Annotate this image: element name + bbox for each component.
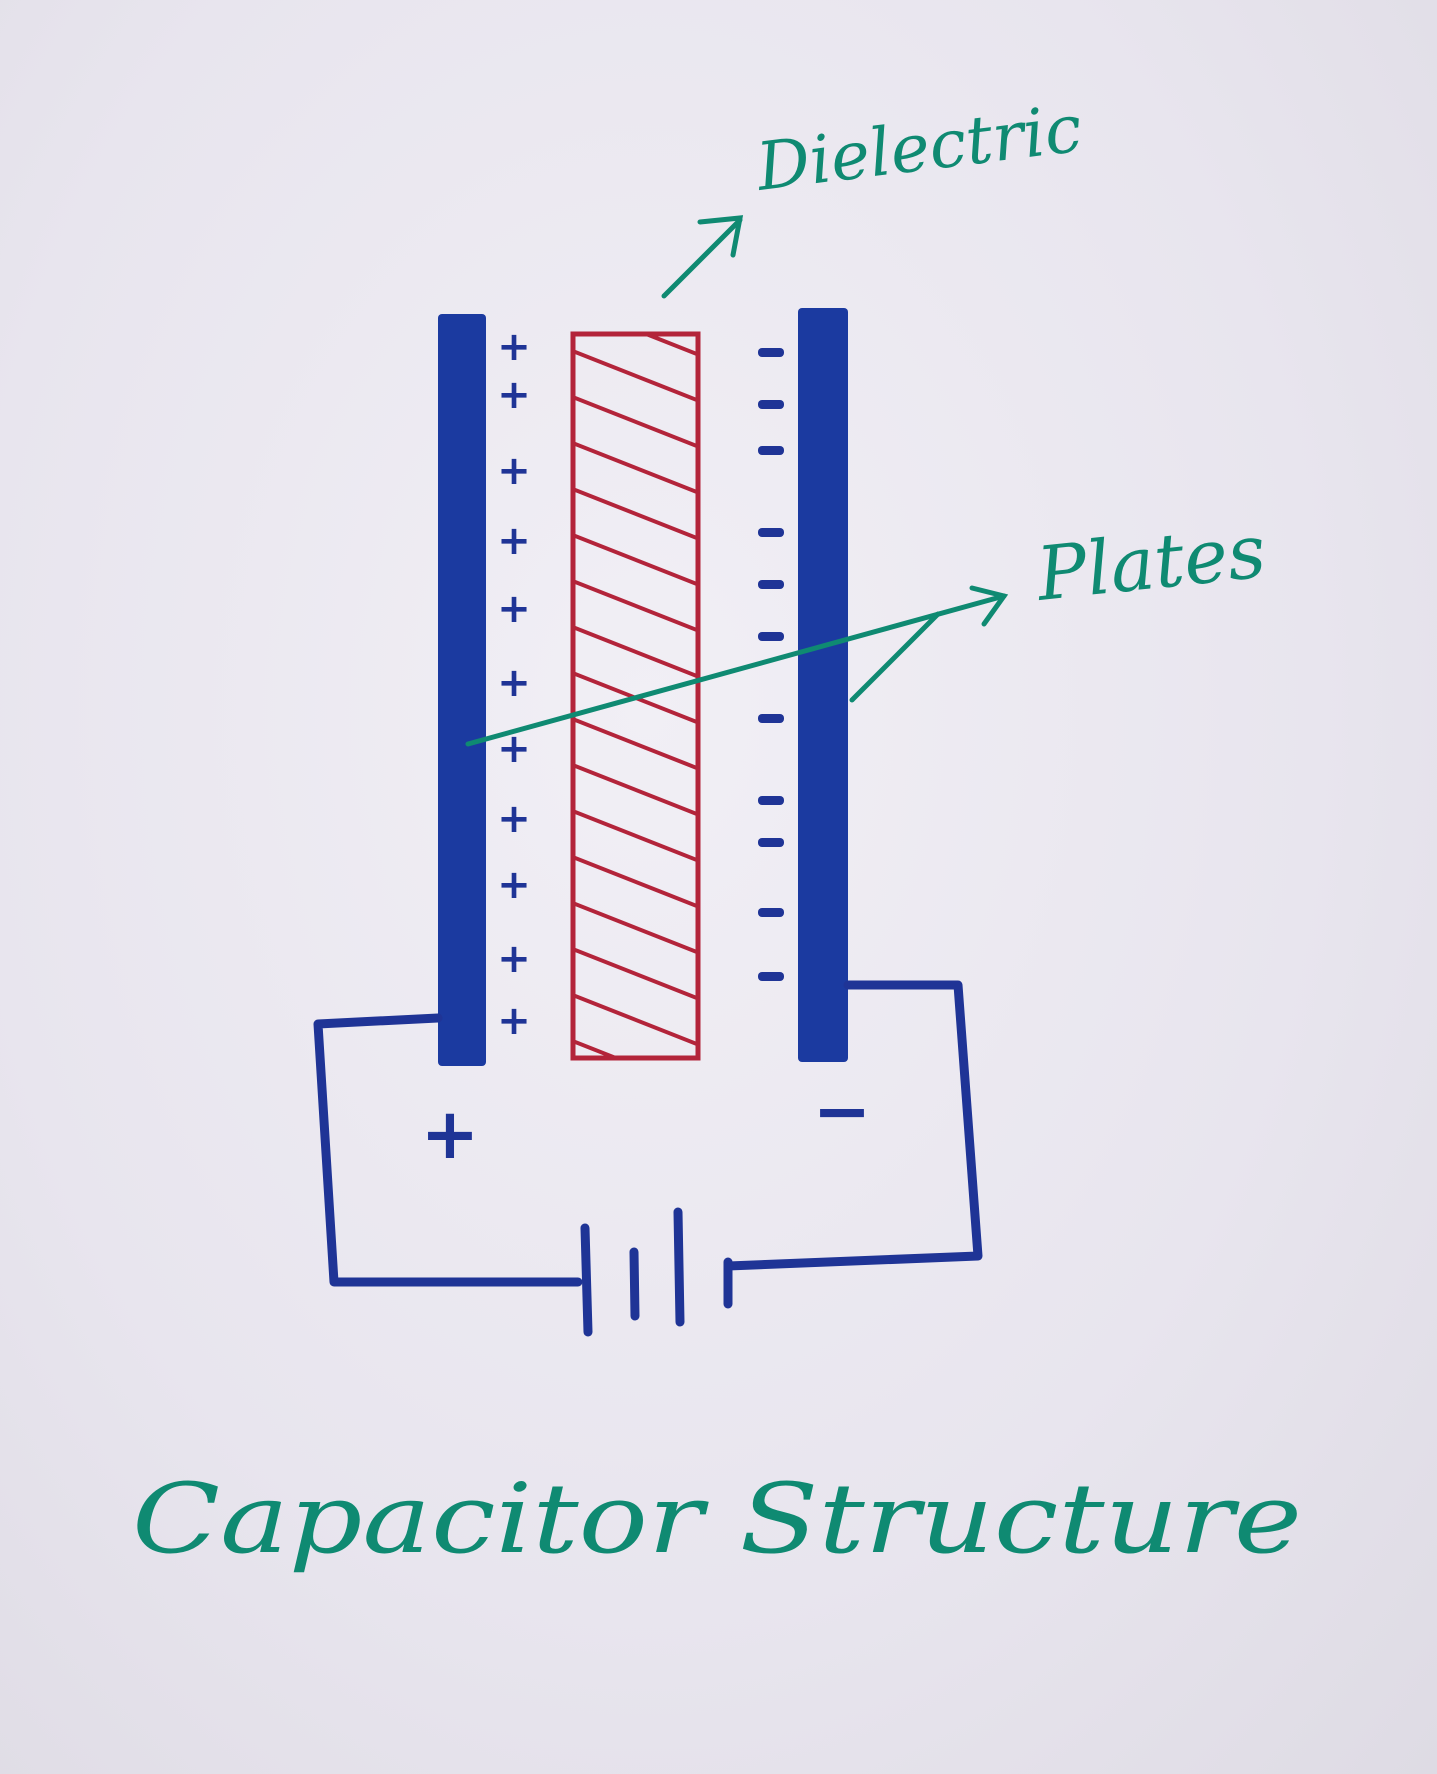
- negative-charge: [758, 908, 784, 917]
- dielectric-slab: [560, 331, 712, 1142]
- hatch-line: [573, 394, 698, 449]
- positive-charge: +: [497, 586, 531, 632]
- negative-charge: [758, 796, 784, 805]
- hatch-line: [573, 808, 698, 863]
- positive-terminal-sign: +: [421, 1093, 480, 1175]
- dielectric-arrow: [661, 215, 744, 299]
- positive-charge: +: [497, 862, 531, 908]
- diagram-title: Capacitor Structure: [132, 1463, 1302, 1575]
- negative-terminal-sign: −: [813, 1070, 872, 1152]
- positive-charge: +: [497, 372, 531, 418]
- hatch-line: [573, 578, 698, 633]
- hatch-line: [573, 348, 698, 403]
- negative-charge: [758, 348, 784, 357]
- hatch-line: [573, 762, 698, 817]
- positive-charge: +: [497, 660, 531, 706]
- positive-charge: +: [497, 448, 531, 494]
- right-plate: [798, 308, 848, 1062]
- hatch-line: [573, 900, 698, 955]
- hatch-line: [573, 716, 698, 771]
- negative-charge: [758, 446, 784, 455]
- negative-charge: [758, 400, 784, 409]
- hatch-line: [573, 486, 698, 541]
- left-plate: [438, 314, 486, 1066]
- hatch-line: [560, 1082, 712, 1142]
- negative-charge: [758, 632, 784, 641]
- negative-charge: [758, 580, 784, 589]
- hatch-line: [573, 992, 698, 1047]
- positive-charges: +++++++++++: [497, 324, 531, 1044]
- plates-arrow: [465, 585, 1009, 747]
- hatch-line: [573, 532, 698, 587]
- hatch-line: [640, 334, 698, 357]
- hatch-line: [573, 1038, 622, 1058]
- negative-charges: [758, 348, 784, 981]
- dielectric-label: Dielectric: [752, 90, 1086, 206]
- hatch-line: [573, 624, 698, 679]
- negative-charge: [758, 528, 784, 537]
- positive-charge: +: [497, 796, 531, 842]
- positive-charge: +: [497, 324, 531, 370]
- hatch-line: [573, 440, 698, 495]
- hatch-line: [573, 946, 698, 1001]
- positive-charge: +: [497, 998, 531, 1044]
- battery-symbol: [580, 1207, 733, 1337]
- plates-label: Plates: [1031, 508, 1270, 618]
- negative-charge: [758, 714, 784, 723]
- hatch-line: [573, 854, 698, 909]
- negative-charge: [758, 972, 784, 981]
- negative-charge: [758, 838, 784, 847]
- circuit-wire: [313, 980, 983, 1287]
- positive-charge: +: [497, 518, 531, 564]
- positive-charge: +: [497, 936, 531, 982]
